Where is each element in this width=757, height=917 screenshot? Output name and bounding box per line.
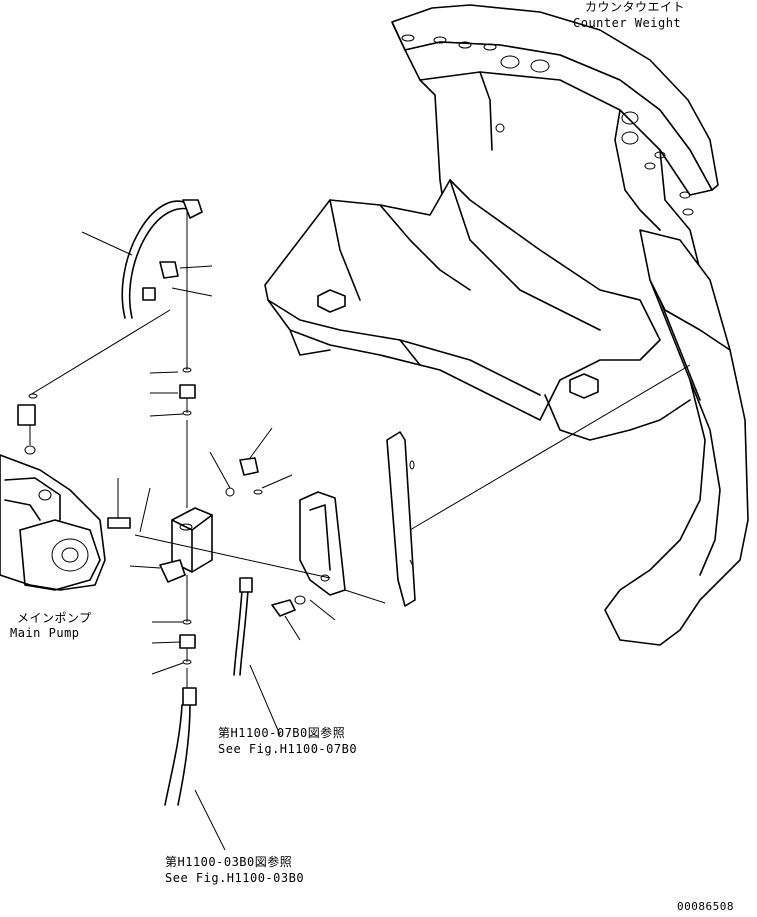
leader-lines: [29, 210, 691, 851]
valve-block-drawing: [17, 367, 263, 665]
upper-hose-drawing: [121, 199, 203, 319]
reference-2-en: See Fig.H1100-03B0: [165, 871, 305, 885]
counterweight-label-jp: カウンタウエイト: [585, 0, 686, 14]
main-pump-drawing: [0, 454, 106, 591]
reference-1-en: See Fig.H1100-07B0: [218, 742, 358, 756]
counterweight-label-en: Counter Weight: [573, 16, 682, 30]
main-pump-label-en: Main Pump: [10, 626, 80, 640]
lower-hoses-drawing: [164, 577, 253, 806]
reference-2-jp: 第H1100-03B0図参照: [165, 855, 293, 869]
main-pump-label-jp: メインポンプ: [17, 611, 92, 625]
reference-1-jp: 第H1100-07B0図参照: [218, 726, 346, 740]
bracket-drawing: [271, 431, 416, 617]
drawing-number: 00086508: [677, 900, 734, 913]
main-frame-drawing: [264, 179, 749, 646]
counterweight-drawing: [391, 4, 719, 271]
